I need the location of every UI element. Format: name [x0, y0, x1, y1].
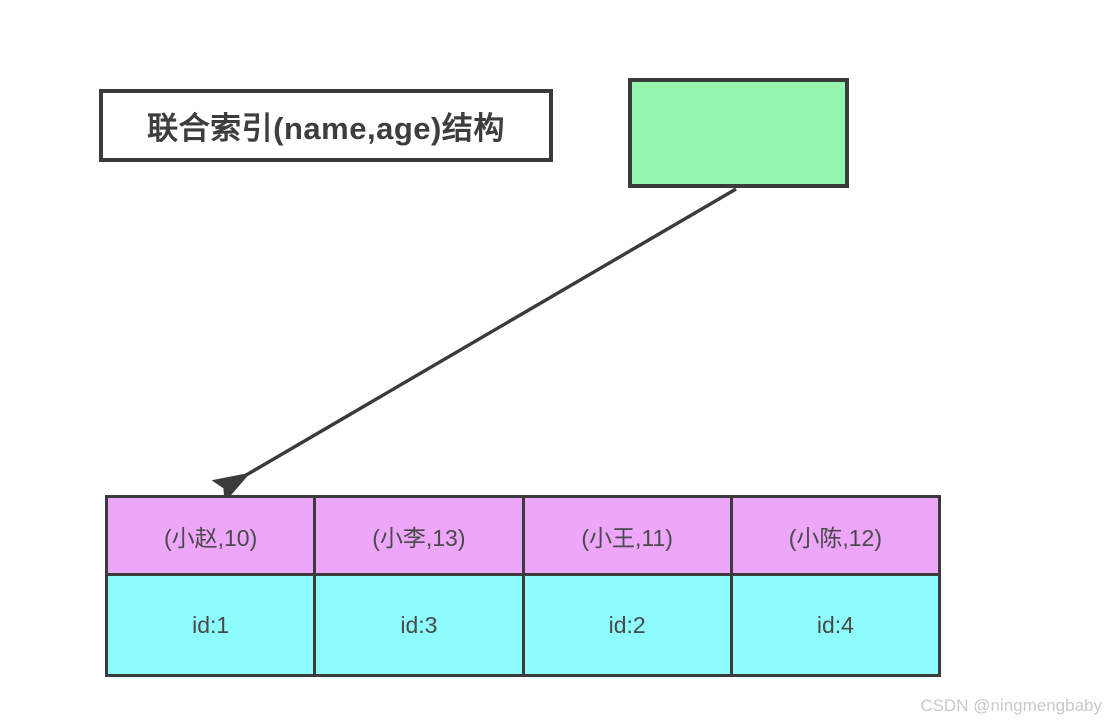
- index-id-cell: id:3: [313, 573, 525, 677]
- arrow-line: [211, 187, 737, 503]
- index-id-cell: id:2: [521, 573, 733, 677]
- index-key-cell: (小赵,10): [104, 495, 317, 576]
- source-node-box: [628, 78, 849, 188]
- index-key-cell: (小李,13): [313, 495, 525, 576]
- index-id-cell: id:4: [729, 573, 942, 677]
- index-key-row: (小赵,10) (小李,13) (小王,11) (小陈,12): [104, 495, 942, 576]
- index-key-cell: (小王,11): [521, 495, 733, 576]
- title-box: 联合索引(name,age)结构: [99, 89, 553, 162]
- watermark: CSDN @ningmengbaby: [920, 696, 1102, 715]
- index-key-cell: (小陈,12): [729, 495, 942, 576]
- index-table: (小赵,10) (小李,13) (小王,11) (小陈,12) id:1 id:…: [104, 495, 942, 677]
- title-box-label: 联合索引(name,age)结构: [147, 111, 505, 146]
- index-id-row: id:1 id:3 id:2 id:4: [104, 573, 942, 677]
- index-id-cell: id:1: [104, 573, 317, 677]
